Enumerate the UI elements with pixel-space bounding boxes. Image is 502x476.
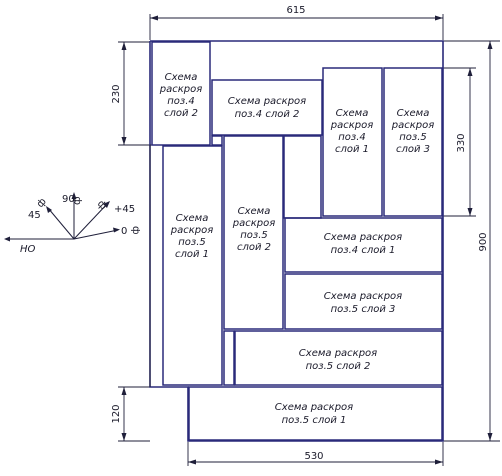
- svg-text:слой 1: слой 1: [175, 249, 209, 260]
- panel-p2: Схема раскроя поз.4 слой 2: [211, 79, 323, 136]
- panel-p6: Схема раскроя поз.5 слой 2: [223, 135, 284, 330]
- dimension-left-top-height: 230: [111, 41, 150, 146]
- dimension-bottom-width-label: 530: [304, 451, 323, 462]
- svg-text:поз.4: поз.4: [167, 96, 195, 107]
- svg-text:Схема: Схема: [397, 108, 430, 119]
- panel-p10: Схема раскроя поз.5 слой 1: [188, 386, 443, 441]
- svg-text:Схема раскроя: Схема раскроя: [228, 96, 306, 107]
- svg-text:Схема раскроя: Схема раскроя: [324, 232, 402, 243]
- svg-text:слой 2: слой 2: [164, 108, 198, 119]
- svg-text:поз.5 слой 3: поз.5 слой 3: [331, 304, 396, 315]
- svg-text:поз.4: поз.4: [338, 132, 366, 143]
- svg-text:Схема: Схема: [238, 206, 271, 217]
- angle-label-minus45: 45: [28, 210, 41, 221]
- svg-text:поз.5: поз.5: [178, 237, 206, 248]
- svg-text:раскроя: раскроя: [170, 225, 214, 236]
- svg-text:Схема: Схема: [176, 213, 209, 224]
- orientation-rosette: 45 ф 90 ф +45 ф 0 ф HO: [4, 192, 141, 255]
- svg-text:Схема раскроя: Схема раскроя: [299, 348, 377, 359]
- panel-narrow-gap: [223, 330, 235, 386]
- angle-label-plus45: +45: [114, 204, 135, 215]
- panel-p1: Схема раскроя поз.4 слой 2: [151, 41, 211, 146]
- arrow-up-left-icon: [46, 206, 52, 213]
- svg-text:Схема раскроя: Схема раскроя: [275, 402, 353, 413]
- panel-p8: Схема раскроя поз.5 слой 3: [284, 273, 443, 330]
- dimension-left-bottom-height: 120: [111, 386, 150, 442]
- svg-text:слой 2: слой 2: [237, 242, 271, 253]
- panel-small-square: [211, 135, 223, 146]
- dimension-right-height: 900: [443, 40, 500, 442]
- svg-text:поз.4 слой 2: поз.4 слой 2: [235, 109, 300, 120]
- svg-text:раскроя: раскроя: [391, 120, 435, 131]
- origin-label: HO: [20, 244, 36, 255]
- dimension-right-inner-height: 330: [443, 67, 476, 217]
- svg-text:раскроя: раскроя: [232, 218, 276, 229]
- svg-text:Схема раскроя: Схема раскроя: [324, 291, 402, 302]
- svg-text:поз.5 слой 1: поз.5 слой 1: [282, 415, 347, 426]
- dimension-bottom-width: 530: [187, 442, 444, 466]
- panel-thin-strip: [283, 135, 322, 219]
- svg-text:поз.5: поз.5: [240, 230, 268, 241]
- ply-mark-90: ф: [72, 196, 83, 205]
- arrow-up-right-icon: [103, 201, 110, 208]
- svg-text:поз.5 слой 2: поз.5 слой 2: [306, 361, 371, 372]
- dimension-top-width: 615: [149, 5, 444, 40]
- dimension-left-top-height-label: 230: [111, 84, 122, 103]
- svg-text:слой 3: слой 3: [396, 144, 430, 155]
- dimension-right-height-label: 900: [478, 232, 489, 251]
- dimension-top-width-label: 615: [286, 5, 305, 16]
- arrow-right-icon: [113, 227, 120, 233]
- panel-p5: Схема раскроя поз.5 слой 1: [162, 145, 223, 386]
- svg-text:поз.4 слой 1: поз.4 слой 1: [331, 245, 396, 256]
- ply-mark-0: ф: [130, 226, 141, 235]
- svg-text:раскроя: раскроя: [159, 84, 203, 95]
- arrow-up-icon: [71, 192, 77, 199]
- panel-p7: Схема раскроя поз.4 слой 1: [284, 217, 443, 273]
- svg-text:Схема: Схема: [336, 108, 369, 119]
- dimension-left-bottom-height-label: 120: [111, 404, 122, 423]
- arrow-left-icon: [4, 236, 10, 242]
- panel-p9: Схема раскроя поз.5 слой 2: [234, 330, 443, 386]
- panel-p3: Схема раскроя поз.4 слой 1: [322, 67, 383, 217]
- angle-label-0: 0: [121, 226, 127, 237]
- svg-text:раскроя: раскроя: [330, 120, 374, 131]
- svg-text:слой 1: слой 1: [335, 144, 369, 155]
- dimension-right-inner-height-label: 330: [456, 133, 467, 152]
- angle-label-90: 90: [62, 194, 75, 205]
- ply-mark-plus45: ф: [95, 198, 109, 212]
- svg-text:поз.5: поз.5: [399, 132, 427, 143]
- panel-p4: Схема раскроя поз.5 слой 3: [383, 67, 443, 217]
- svg-text:Схема: Схема: [165, 72, 198, 83]
